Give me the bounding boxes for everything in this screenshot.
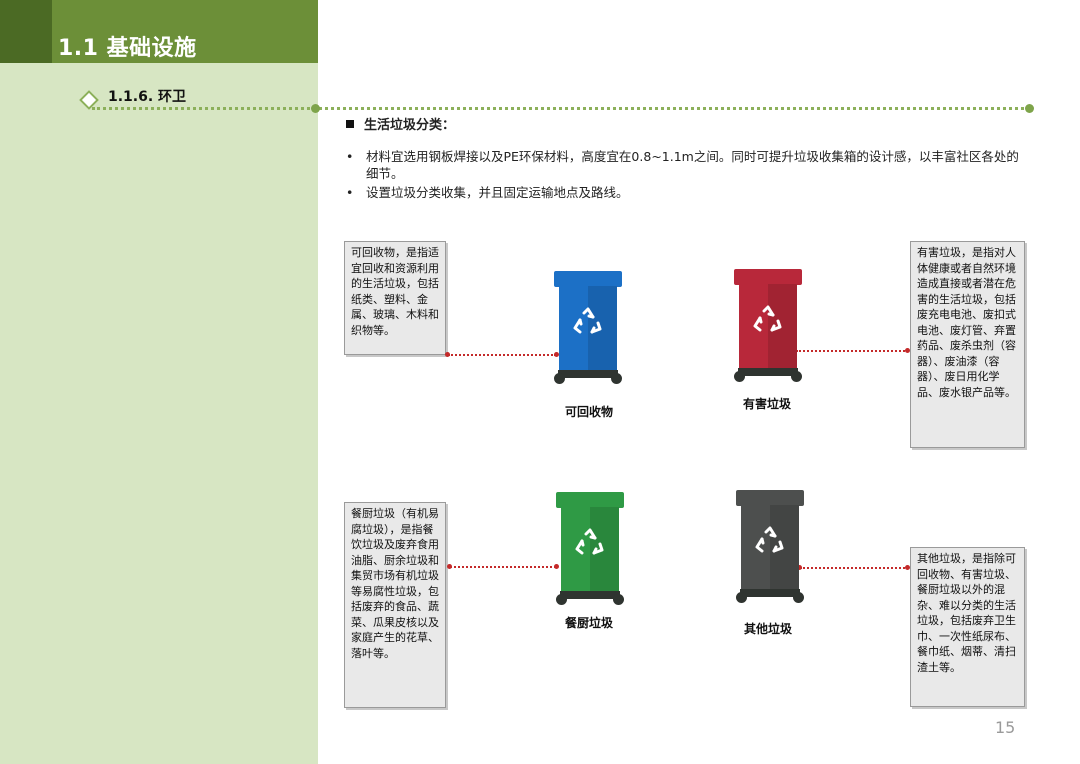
other-bin: [736, 490, 804, 608]
header-bar: 1.1 基础设施: [0, 0, 318, 63]
kitchen-label: 餐厨垃圾: [564, 616, 614, 630]
page-number: 15: [995, 718, 1016, 737]
hazardous-connector: [796, 350, 908, 352]
connector-dot: [447, 564, 452, 569]
bin-lid: [734, 269, 802, 285]
wheel-icon: [556, 594, 567, 605]
recyclable-label: 可回收物: [564, 405, 614, 419]
recyclable-bin: [554, 271, 622, 389]
wheel-icon: [791, 371, 802, 382]
section-title: 生活垃圾分类：: [346, 114, 455, 133]
bin-body: [561, 507, 619, 591]
bullet-item: 材料宜选用钢板焊接以及PE环保材料，高度宜在0.8~1.1m之间。同时可提升垃圾…: [346, 148, 1026, 182]
bin-body: [739, 284, 797, 368]
bin-body: [559, 286, 617, 370]
header-accent: [0, 0, 52, 63]
bullet-list: 材料宜选用钢板焊接以及PE环保材料，高度宜在0.8~1.1m之间。同时可提升垃圾…: [346, 148, 1026, 201]
connector-dot: [905, 348, 910, 353]
recycle-icon: [755, 526, 784, 553]
divider-end-dot: [1025, 104, 1034, 113]
kitchen-bin: [556, 492, 624, 610]
hazardous-bin: [734, 269, 802, 387]
connector-dot: [797, 565, 802, 570]
page-title: 1.1 基础设施: [58, 36, 197, 61]
bin-lid: [556, 492, 624, 508]
hazardous-description: 有害垃圾，是指对人体健康或者自然环境造成直接或者潜在危害的生活垃圾，包括废充电电…: [910, 241, 1025, 448]
other-connector: [800, 567, 908, 569]
left-panel: [0, 0, 318, 764]
divider-dot: [311, 104, 320, 113]
connector-dot: [554, 352, 559, 357]
hazardous-label: 有害垃圾: [742, 397, 792, 411]
connector-dot: [554, 564, 559, 569]
square-bullet-icon: [346, 120, 354, 128]
bin-body: [741, 505, 799, 589]
bin-lid: [554, 271, 622, 287]
connector-dot: [445, 352, 450, 357]
connector-dot: [905, 565, 910, 570]
bin-lid: [736, 490, 804, 506]
recyclable-connector: [448, 354, 556, 356]
wheel-icon: [734, 371, 745, 382]
bullet-item: 设置垃圾分类收集，并且固定运输地点及路线。: [346, 184, 1026, 201]
kitchen-description: 餐厨垃圾（有机易腐垃圾），是指餐饮垃圾及废弃食用油脂、厨余垃圾和集贸市场有机垃圾…: [344, 502, 446, 708]
recycle-icon: [753, 305, 782, 332]
recycle-icon: [575, 528, 604, 555]
other-label: 其他垃圾: [743, 622, 793, 636]
kitchen-connector: [450, 566, 556, 568]
section-subheading: 1.1.6. 环卫: [108, 89, 187, 105]
wheel-icon: [613, 594, 624, 605]
other-description: 其他垃圾，是指除可回收物、有害垃圾、餐厨垃圾以外的混杂、难以分类的生活垃圾，包括…: [910, 547, 1025, 707]
recycle-icon: [573, 307, 602, 334]
wheel-icon: [736, 592, 747, 603]
wheel-icon: [611, 373, 622, 384]
dotted-divider: [92, 107, 1030, 110]
recyclable-description: 可回收物，是指适宜回收和资源利用的生活垃圾，包括纸类、塑料、金属、玻璃、木料和织…: [344, 241, 446, 355]
wheel-icon: [793, 592, 804, 603]
wheel-icon: [554, 373, 565, 384]
